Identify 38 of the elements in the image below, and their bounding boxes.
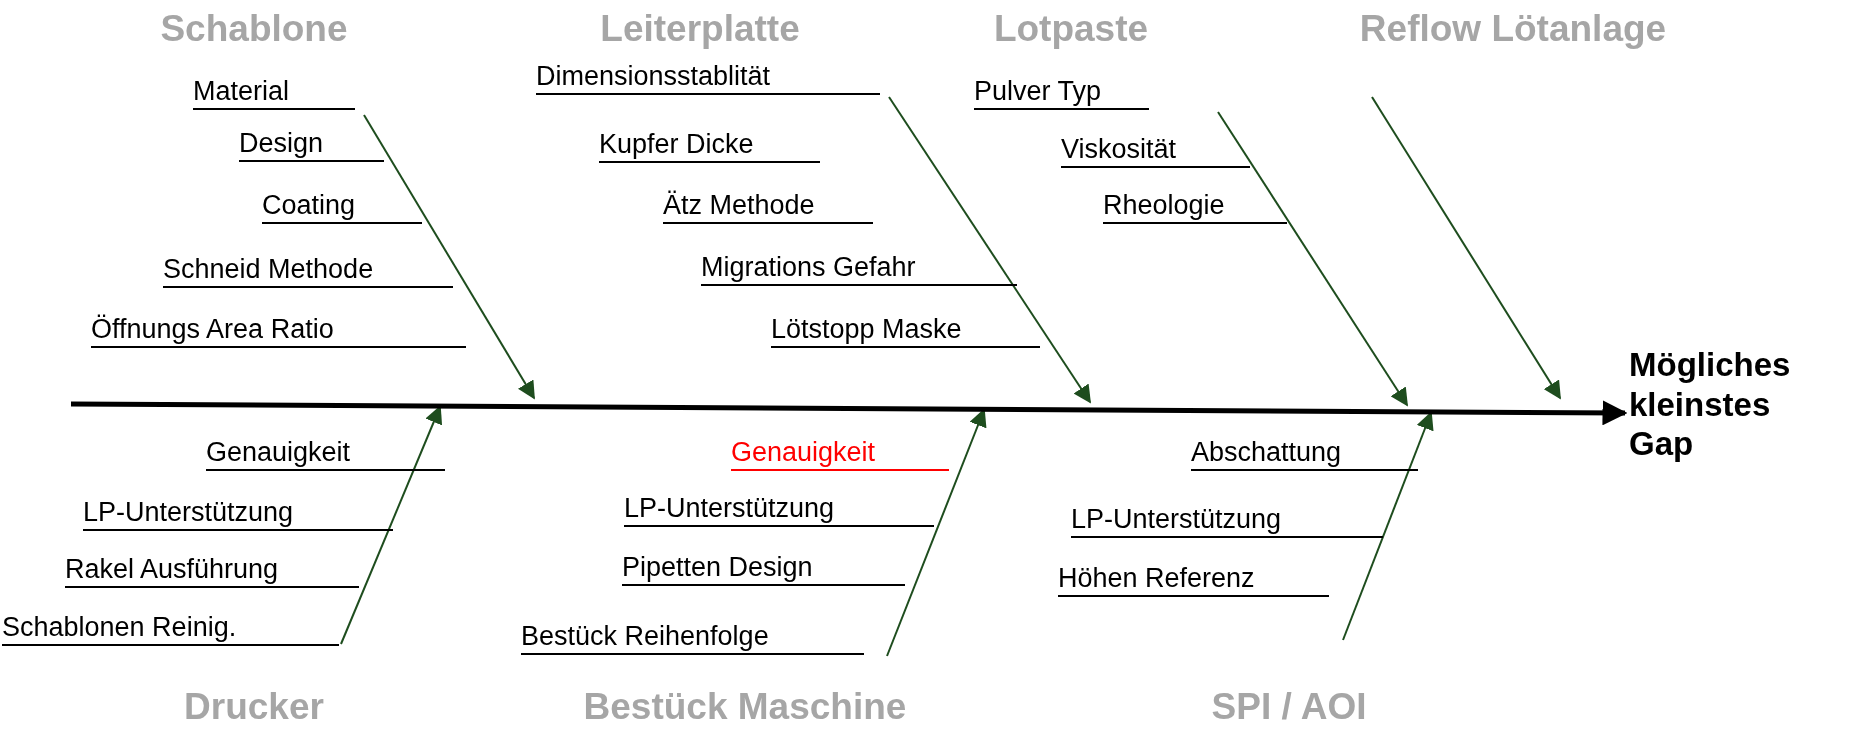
cause-label: Abschattung (1191, 439, 1418, 471)
cause-label: Rheologie (1103, 192, 1287, 224)
cause-label: Design (239, 130, 384, 162)
cause-label: Viskosität (1061, 136, 1250, 168)
cause-label: Material (193, 78, 355, 110)
cause-label: Dimensionsstablität (536, 63, 880, 95)
cause-label: LP-Unterstützung (1071, 506, 1383, 538)
category-heading: Drucker (184, 685, 324, 729)
cause-label: Lötstopp Maske (771, 316, 1040, 348)
cause-label: Schneid Methode (163, 256, 453, 288)
cause-label: Ätz Methode (663, 192, 873, 224)
branch-arrow (363, 114, 535, 400)
category-heading: Reflow Lötanlage (1359, 7, 1667, 51)
category-heading: SPI / AOI (1211, 685, 1367, 729)
cause-label: Schablonen Reinig. (2, 614, 339, 646)
branch-arrow (1217, 111, 1408, 407)
cause-label: Migrations Gefahr (701, 254, 1017, 286)
cause-label: Rakel Ausführung (65, 556, 359, 588)
spine-arrow (71, 400, 1628, 426)
cause-label: Genauigkeit (206, 439, 445, 471)
category-heading: Lotpaste (993, 7, 1149, 51)
cause-label: LP-Unterstützung (83, 499, 393, 531)
branch-arrow (1342, 411, 1434, 641)
cause-label: Kupfer Dicke (599, 131, 820, 163)
category-heading: Leiterplatte (600, 7, 800, 51)
cause-label: Pulver Typ (974, 78, 1149, 110)
cause-label: Coating (262, 192, 422, 224)
cause-label: Pipetten Design (622, 554, 905, 586)
cause-label: Bestück Reihenfolge (521, 623, 864, 655)
category-heading: Bestück Maschine (583, 685, 907, 729)
cause-label: Höhen Referenz (1058, 565, 1329, 597)
branch-arrow (1371, 96, 1561, 400)
branch-arrow (888, 96, 1091, 404)
cause-label: Öffnungs Area Ratio (91, 316, 466, 348)
cause-label: LP-Unterstützung (624, 495, 934, 527)
category-heading: Schablone (160, 7, 348, 51)
effect-label: Mögliches kleinstes Gap (1629, 345, 1792, 464)
cause-label: Genauigkeit (731, 439, 949, 471)
